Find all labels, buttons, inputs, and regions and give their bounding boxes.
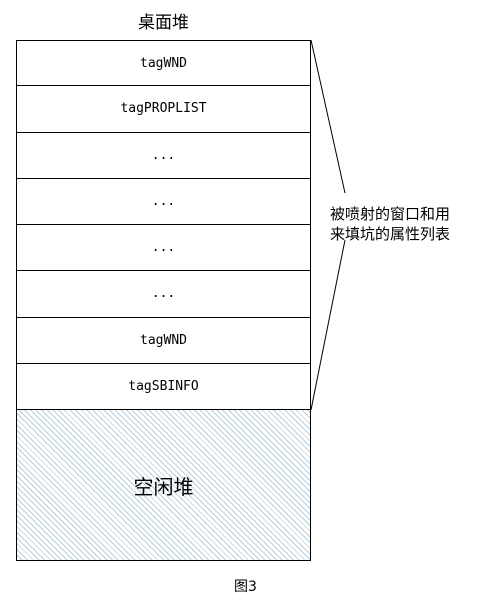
heap-cell: ... bbox=[16, 225, 311, 272]
heap-cell: ... bbox=[16, 132, 311, 179]
heap-cell: tagPROPLIST bbox=[16, 86, 311, 133]
desktop-heap-stack: tagWND tagPROPLIST ... ... ... ... tagWN… bbox=[16, 40, 311, 561]
annotation-text: 被喷射的窗口和用 来填坑的属性列表 bbox=[330, 204, 485, 244]
free-heap-label: 空闲堆 bbox=[133, 474, 194, 499]
annotation-line: 被喷射的窗口和用 bbox=[330, 205, 451, 223]
brace-upper-line bbox=[310, 39, 346, 194]
free-heap-region: 空闲堆 bbox=[16, 410, 311, 561]
heap-cell: tagSBINFO bbox=[16, 363, 311, 410]
heap-cell: tagWND bbox=[16, 40, 311, 87]
heap-title: 桌面堆 bbox=[138, 13, 189, 33]
heap-cell: tagWND bbox=[16, 317, 311, 364]
annotation-line: 来填坑的属性列表 bbox=[330, 225, 451, 243]
heap-cell: ... bbox=[16, 178, 311, 225]
brace-lower-line bbox=[310, 239, 346, 411]
heap-cell: ... bbox=[16, 271, 311, 318]
figure-caption: 图3 bbox=[234, 579, 257, 595]
